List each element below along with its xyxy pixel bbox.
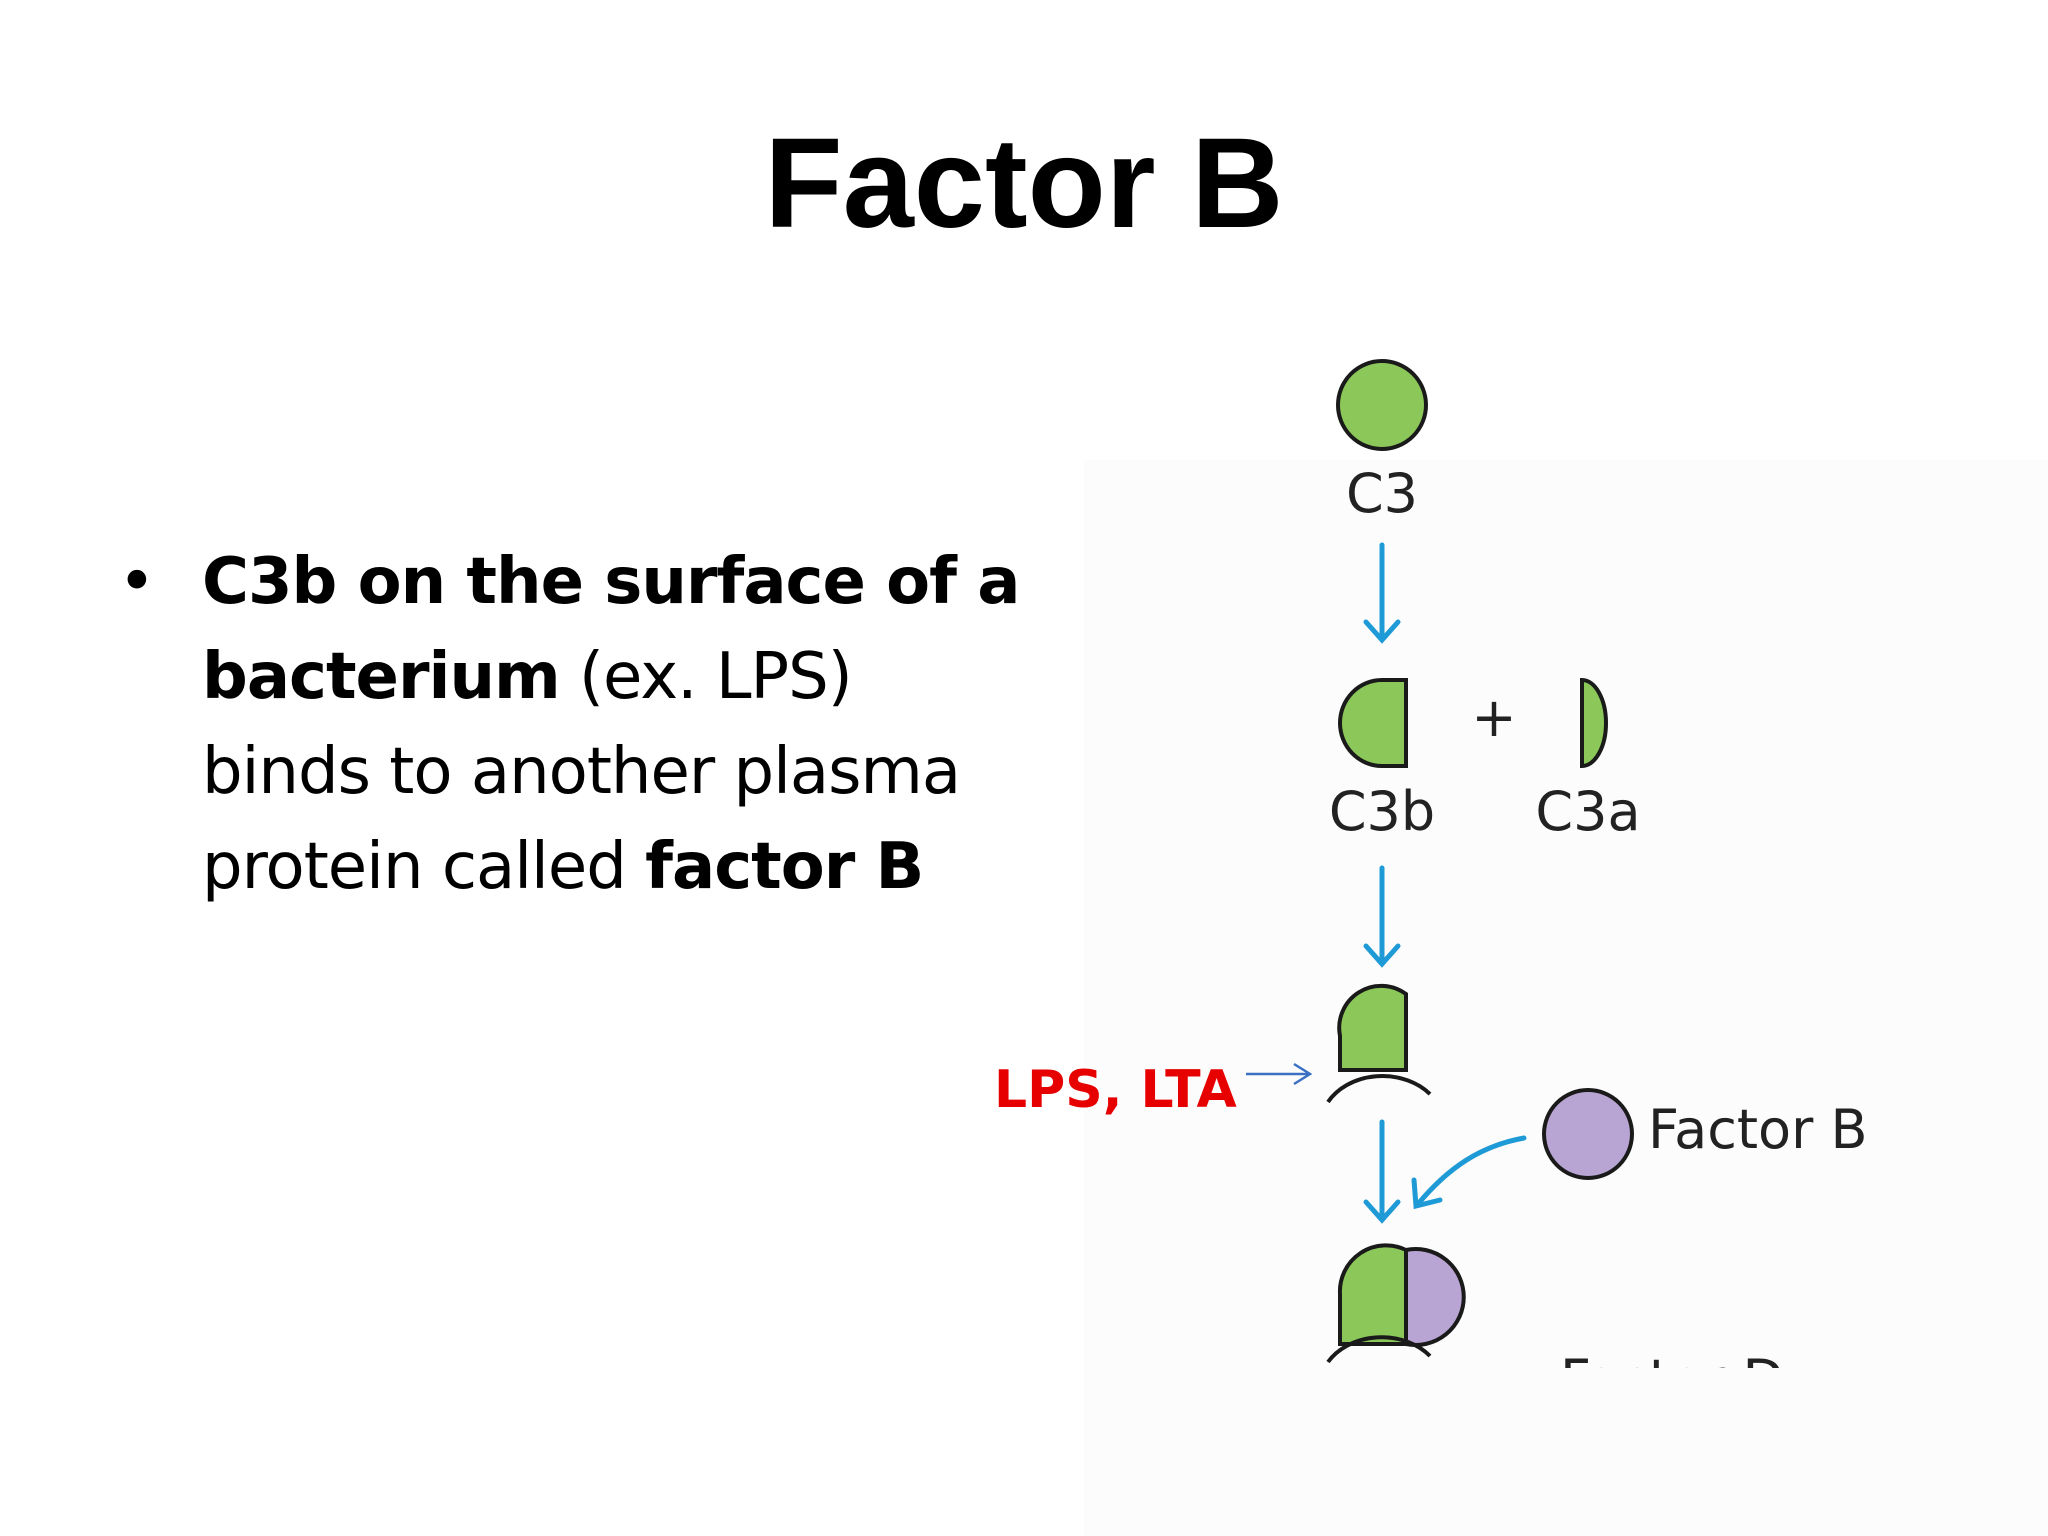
c3b-label: C3b <box>1329 780 1435 843</box>
bullet-bold-subject: C3b on the surface of a bacterium <box>202 545 1020 714</box>
bullet-bold-factor-b: factor B <box>645 830 924 904</box>
lps-pointer-arrow <box>1246 1062 1313 1086</box>
bullet-body: (ex. LPS) binds to another plasma protei… <box>202 640 961 904</box>
factor-d-label: Factor D <box>1560 1348 1784 1411</box>
slide-title: Factor B <box>764 112 1284 255</box>
c3b-complex-part <box>1337 1243 1408 1346</box>
bullet-text: C3b on the surface of a bacterium (ex. L… <box>202 535 1022 915</box>
lps-lta-label: LPS, LTA <box>994 1060 1237 1120</box>
bullet-marker: • <box>118 545 156 619</box>
c3-label: C3 <box>1346 462 1418 525</box>
bacterial-surface-2 <box>1326 1335 1432 1364</box>
c3b-bound-molecule <box>1337 983 1408 1072</box>
factor-b-label: Factor B <box>1648 1098 1868 1161</box>
factor-b-curved-arrow <box>1411 1135 1527 1210</box>
arrow-down-3 <box>1363 1119 1401 1224</box>
c3a-molecule <box>1580 677 1608 769</box>
diagram-background <box>1084 460 2048 1536</box>
c3-molecule <box>1336 359 1428 451</box>
arrow-down-2 <box>1363 865 1401 968</box>
bacterial-surface-1 <box>1326 1074 1432 1104</box>
factor-b-molecule <box>1542 1088 1634 1180</box>
plus-sign: + <box>1471 686 1516 749</box>
c3a-label: C3a <box>1535 780 1640 843</box>
arrow-down-1 <box>1363 542 1401 644</box>
c3b-molecule <box>1338 678 1408 768</box>
factor-b-complex-part <box>1404 1247 1466 1347</box>
